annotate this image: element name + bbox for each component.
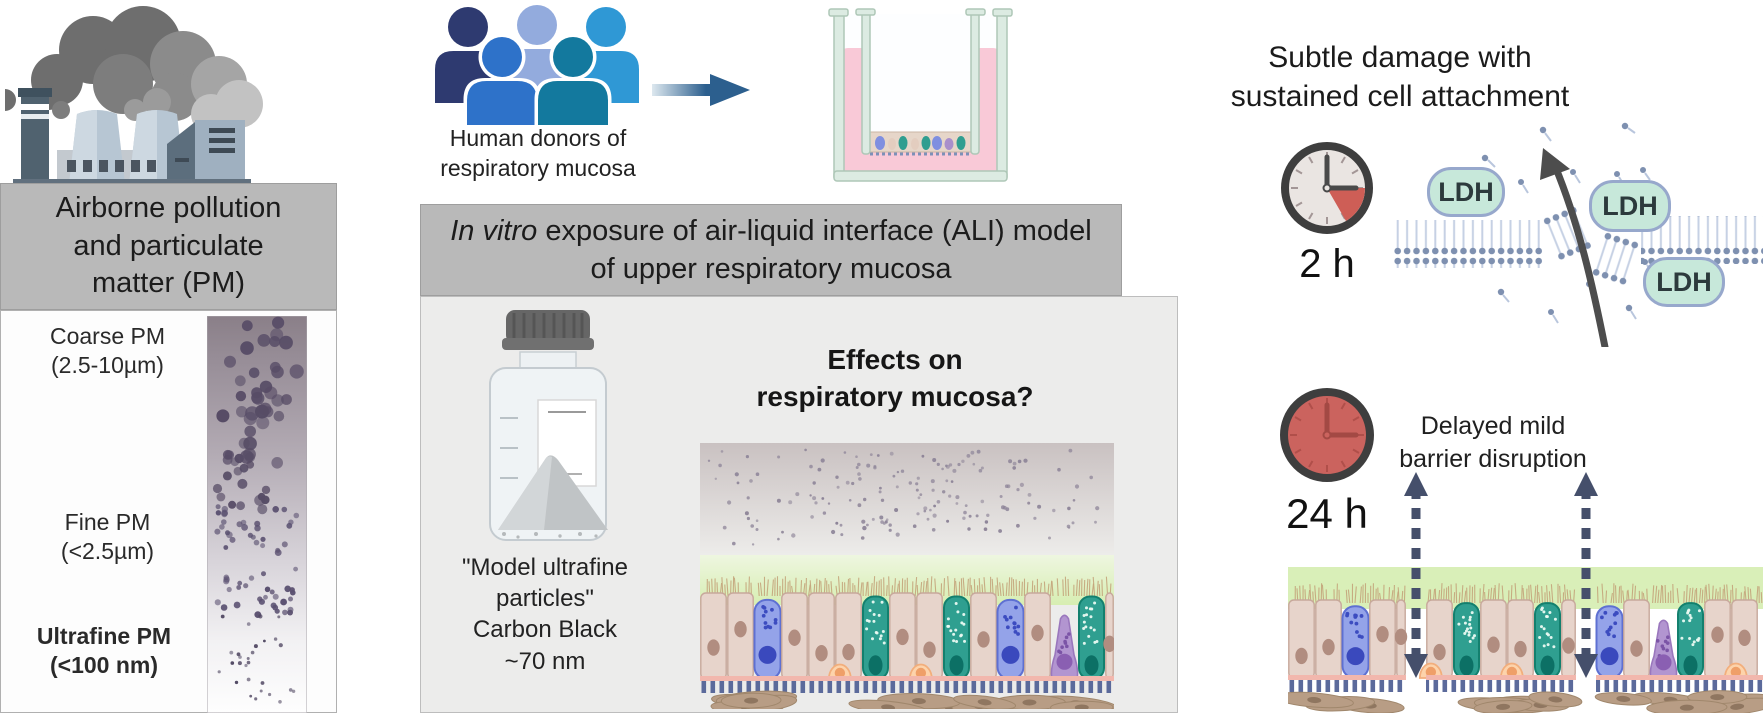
escape-arrow [1551, 162, 1609, 347]
ldh-membrane-illustration [1393, 122, 1763, 347]
ldh-badge: LDH [1643, 257, 1725, 307]
dashed-arrow-icon [1404, 472, 1428, 678]
effects-title: Effects on respiratory mucosa? [756, 344, 1034, 412]
left-header-line1: Airborne pollution [55, 192, 282, 224]
header-invitro: In vitro [450, 215, 538, 247]
donors-caption: Human donors of respiratory mucosa [440, 125, 636, 181]
epithelium-cells [700, 576, 1114, 709]
left-panel-header: Airborne pollution and particulate matte… [0, 183, 337, 310]
time-24h-label: 24 h [1286, 490, 1368, 537]
bottle-caption: "Model ultrafine particles" Carbon Black… [462, 554, 628, 675]
lipid-fragments [1481, 122, 1653, 324]
arrow-right-icon [652, 74, 750, 106]
smoke-icon [5, 6, 263, 134]
epithelium-exposure-illustration [700, 443, 1114, 709]
particle-column [207, 316, 307, 713]
ldh-badge: LDH [1589, 180, 1671, 232]
ldh-badge: LDH [1427, 167, 1505, 217]
time-2h-label: 2 h [1299, 242, 1355, 286]
middle-panel-header: In vitro exposure of air-liquid interfac… [420, 204, 1122, 296]
header-rest: exposure of air-liquid interface (ALI) m… [537, 215, 1092, 285]
clock-2h-icon [1281, 142, 1373, 234]
bottle-icon [489, 310, 608, 541]
factory-building [13, 88, 251, 184]
airborne-particles [707, 448, 1100, 546]
fine-pm-label: Fine PM (<2.5µm) [60, 509, 155, 564]
barrier-disruption-illustration [1288, 472, 1763, 713]
ultrafine-pm-label: Ultrafine PM (<100 nm) [36, 623, 172, 678]
delayed-caption: Delayed mild barrier disruption [1399, 412, 1587, 473]
coarse-pm-label: Coarse PM (2.5-10µm) [49, 323, 166, 378]
transwell-icon [828, 8, 1013, 182]
pm-dots [212, 316, 304, 704]
transwell-cells [875, 136, 966, 150]
transwell-walls [828, 8, 1013, 182]
clock-red-wedge [1327, 188, 1366, 221]
right-panel-title: Subtle damage with sustained cell attach… [1230, 41, 1570, 113]
clock-24h-icon [1280, 388, 1374, 482]
left-header-line2: and particulate [73, 229, 264, 262]
donors-icon [435, 5, 639, 125]
factory-icon [5, 6, 263, 184]
dashed-arrow-icon [1574, 472, 1598, 678]
epithelium-cells [1288, 583, 1763, 713]
left-header-line3: matter (PM) [91, 267, 246, 300]
